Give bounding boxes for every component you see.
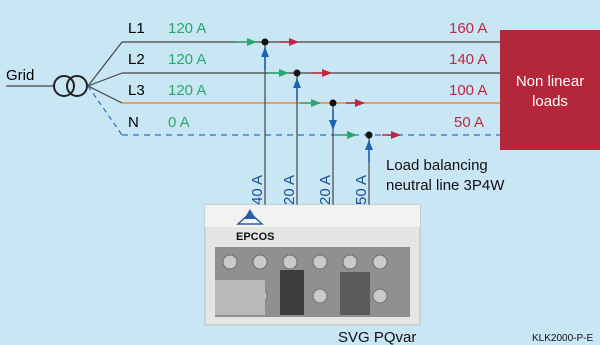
note-line2: neutral line 3P4W bbox=[386, 177, 505, 194]
svg-pqvar-device: EPCOS bbox=[204, 204, 421, 326]
device-caption: SVG PQvar bbox=[338, 329, 416, 345]
l1-junction-dot bbox=[261, 38, 269, 46]
n-input-current: 0 A bbox=[168, 114, 190, 131]
l3-output-current: 100 A bbox=[449, 82, 487, 99]
device-brand: EPCOS bbox=[236, 231, 275, 243]
l3-injection-current: 20 A bbox=[317, 175, 334, 205]
l2-injection-current: 20 A bbox=[281, 175, 298, 205]
load-box-line1: Non linear bbox=[516, 73, 584, 90]
document-code: KLK2000-P-E bbox=[532, 333, 593, 344]
l2-input-current: 120 A bbox=[168, 51, 206, 68]
l1-fanout bbox=[87, 41, 123, 87]
l3-input-current: 120 A bbox=[168, 82, 206, 99]
l1-name: L1 bbox=[128, 20, 145, 37]
n-output-current: 50 A bbox=[454, 114, 484, 131]
l3-fanout bbox=[87, 85, 123, 104]
load-box-line2: loads bbox=[532, 93, 568, 110]
l1-injection-current: 40 A bbox=[249, 175, 266, 205]
l2-output-current: 140 A bbox=[449, 51, 487, 68]
l1-output-current: 160 A bbox=[449, 20, 487, 37]
l2-fanout bbox=[87, 72, 123, 87]
l2-name: L2 bbox=[128, 51, 145, 68]
l1-input-current: 120 A bbox=[168, 20, 206, 37]
l3-name: L3 bbox=[128, 82, 145, 99]
n-injection-current: 50 A bbox=[353, 175, 370, 205]
grid-label: Grid bbox=[6, 67, 34, 84]
epcos-logo-icon bbox=[236, 209, 264, 225]
l2-junction-dot bbox=[293, 69, 301, 77]
note-line1: Load balancing bbox=[386, 157, 488, 174]
non-linear-loads-box bbox=[500, 30, 600, 150]
n-fanout bbox=[87, 85, 123, 136]
transformer-icon bbox=[53, 75, 88, 97]
n-name: N bbox=[128, 114, 139, 131]
n-junction-dot bbox=[365, 131, 373, 139]
l3-junction-dot bbox=[329, 99, 337, 107]
